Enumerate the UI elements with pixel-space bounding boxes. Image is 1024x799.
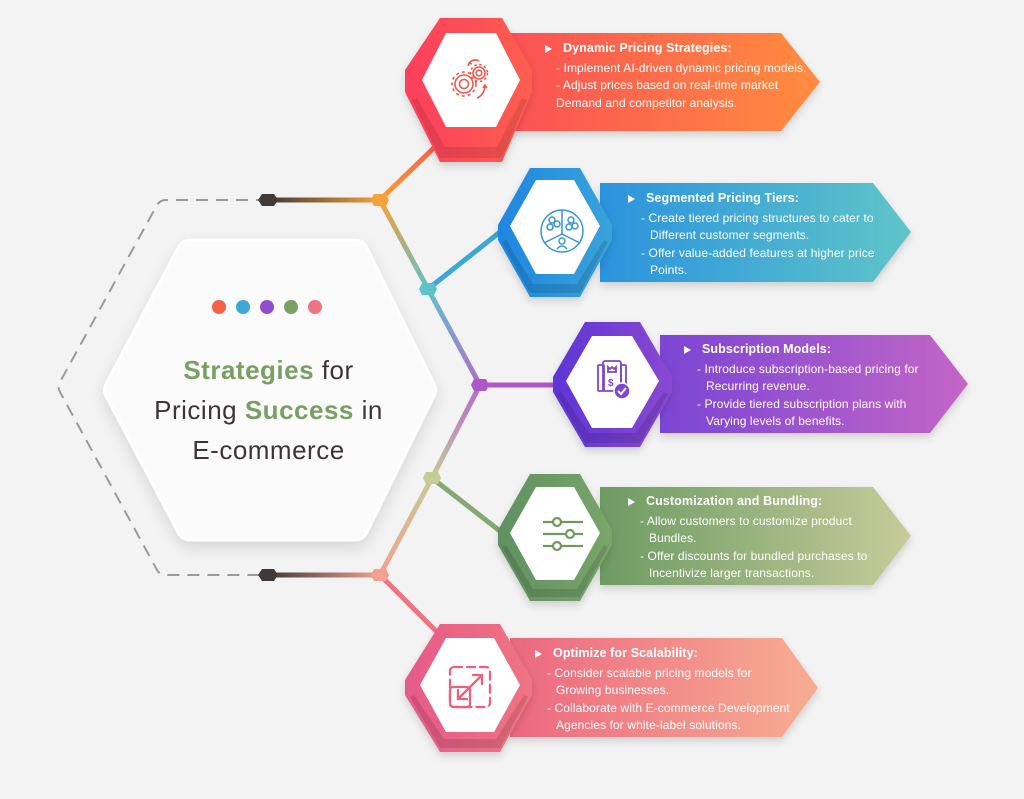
strategy-title: Optimize for Scalability: bbox=[553, 646, 698, 660]
gears-icon bbox=[451, 59, 489, 99]
customer-segments-icon bbox=[540, 209, 584, 253]
strategy-text-subscription-models: Subscription Models: - Introduce subscri… bbox=[684, 341, 919, 431]
card-segmented-tiers bbox=[498, 168, 911, 297]
card-scalability bbox=[405, 624, 818, 752]
strategy-text-scalability: Optimize for Scalability: - Consider sca… bbox=[535, 645, 790, 735]
strategy-text-customization-bundling: Customization and Bundling: - Allow cust… bbox=[628, 493, 867, 583]
page-title: Strategies for Pricing Success in E-comm… bbox=[154, 355, 383, 465]
dot-purple bbox=[260, 300, 274, 314]
strategy-text-dynamic-pricing: Dynamic Pricing Strategies: - Implement … bbox=[545, 40, 807, 112]
subscription-plan-icon: $ bbox=[597, 360, 631, 400]
strategy-title: Subscription Models: bbox=[702, 342, 832, 356]
play-triangle-icon bbox=[535, 649, 542, 658]
play-triangle-icon bbox=[628, 194, 635, 203]
dot-pink bbox=[308, 300, 322, 314]
title-highlight-success: Success bbox=[244, 395, 354, 425]
dot-blue bbox=[236, 300, 250, 314]
card-dynamic-pricing bbox=[405, 18, 820, 162]
strategy-title: Segmented Pricing Tiers: bbox=[646, 191, 799, 205]
card-subscription-models: $ bbox=[553, 322, 968, 447]
dot-green bbox=[284, 300, 298, 314]
sliders-icon bbox=[543, 516, 583, 552]
title-dots bbox=[212, 300, 322, 314]
play-triangle-icon bbox=[628, 497, 635, 506]
strategy-text-segmented-tiers: Segmented Pricing Tiers: - Create tiered… bbox=[628, 190, 875, 280]
play-triangle-icon bbox=[545, 44, 552, 53]
play-triangle-icon bbox=[684, 345, 691, 354]
svg-text:$: $ bbox=[608, 378, 614, 389]
scale-resize-icon bbox=[448, 665, 492, 709]
strategy-title: Dynamic Pricing Strategies: bbox=[563, 41, 732, 55]
title-highlight-strategies: Strategies bbox=[183, 355, 315, 385]
card-customization-bundling bbox=[498, 474, 911, 601]
dot-orange bbox=[212, 300, 226, 314]
strategy-title: Customization and Bundling: bbox=[646, 494, 823, 508]
